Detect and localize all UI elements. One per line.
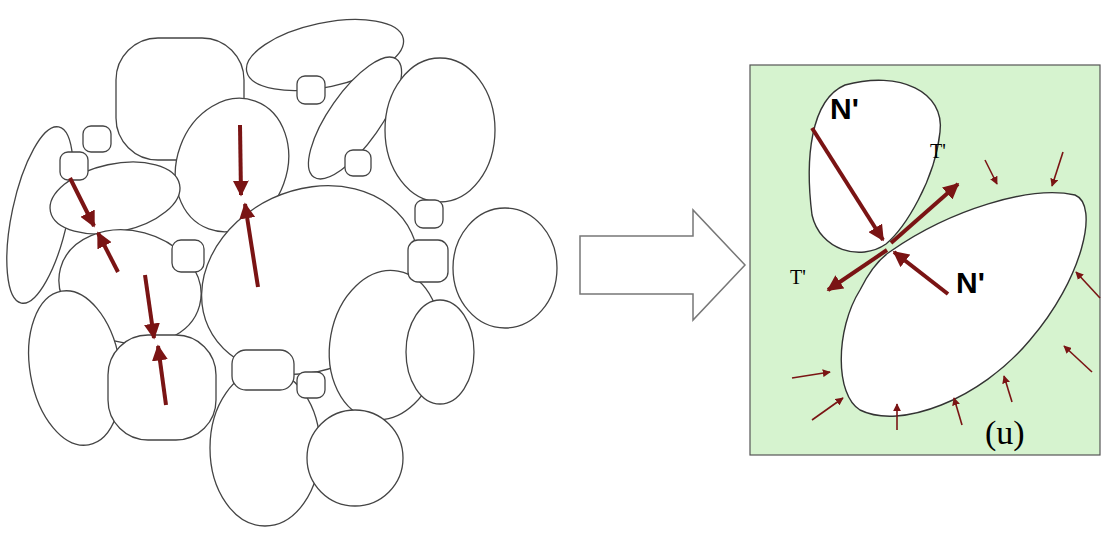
force-label: N' bbox=[830, 92, 859, 126]
contact-particles bbox=[809, 80, 1086, 416]
soil-particles bbox=[0, 7, 557, 526]
force-label: T' bbox=[930, 140, 946, 163]
detail-panel bbox=[750, 65, 1100, 455]
transition-arrow bbox=[580, 210, 745, 320]
boundary-stress-arrows bbox=[792, 152, 1100, 430]
contact-force-arrows bbox=[70, 125, 258, 405]
force-label: N' bbox=[956, 266, 985, 300]
contact-force-arrows bbox=[812, 128, 958, 294]
force-label: T' bbox=[790, 266, 806, 289]
panel-label: (u) bbox=[985, 414, 1025, 452]
